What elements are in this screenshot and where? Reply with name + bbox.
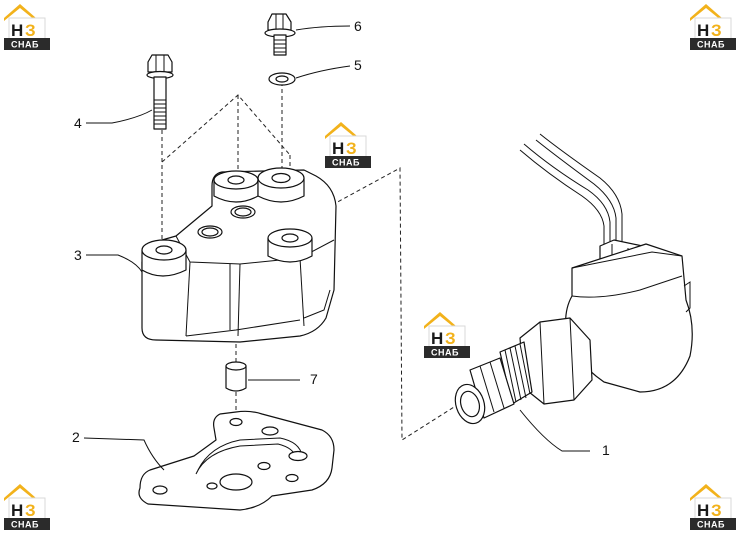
svg-text:СНАБ: СНАБ — [11, 40, 39, 50]
watermark-logo-top-left: Н З СНАБ — [4, 4, 50, 50]
solenoid-valve-part-1 — [454, 133, 693, 425]
callout-3: 3 — [74, 247, 82, 263]
callout-5: 5 — [354, 57, 362, 73]
svg-text:Н: Н — [332, 139, 344, 158]
svg-text:СНАБ: СНАБ — [697, 520, 725, 530]
callout-6: 6 — [354, 18, 362, 34]
watermark-logo-center-mid: Н З СНАБ — [424, 312, 470, 358]
leader-lines — [83, 25, 590, 471]
callout-7: 7 — [310, 371, 318, 387]
svg-text:Н: Н — [11, 21, 23, 40]
callout-1: 1 — [602, 442, 610, 458]
gasket-plate-part-2 — [138, 410, 335, 511]
valve-body-part-3 — [141, 167, 337, 343]
svg-text:СНАБ: СНАБ — [11, 520, 39, 530]
callout-4: 4 — [74, 115, 82, 131]
callout-2: 2 — [72, 429, 80, 445]
svg-text:З: З — [445, 329, 456, 348]
svg-text:З: З — [346, 139, 357, 158]
hex-bolt-part-6 — [264, 13, 296, 56]
watermark-logo-bottom-right: Н З СНАБ — [690, 484, 736, 530]
svg-text:СНАБ: СНАБ — [332, 158, 360, 168]
svg-text:З: З — [711, 21, 722, 40]
watermark-logo-top-right: Н З СНАБ — [690, 4, 736, 50]
washer-part-5 — [268, 72, 296, 86]
dowel-pin-part-7 — [225, 361, 247, 392]
watermark-logo-bottom-left: Н З СНАБ — [4, 484, 50, 530]
svg-text:З: З — [711, 501, 722, 520]
svg-text:Н: Н — [431, 329, 443, 348]
svg-text:З: З — [25, 501, 36, 520]
svg-text:Н: Н — [697, 501, 709, 520]
watermark-logo-center-top: Н З СНАБ — [325, 122, 371, 168]
svg-text:З: З — [25, 21, 36, 40]
svg-text:СНАБ: СНАБ — [431, 348, 459, 358]
svg-text:Н: Н — [11, 501, 23, 520]
svg-text:Н: Н — [697, 21, 709, 40]
svg-text:СНАБ: СНАБ — [697, 40, 725, 50]
long-bolt-part-4 — [146, 54, 174, 130]
